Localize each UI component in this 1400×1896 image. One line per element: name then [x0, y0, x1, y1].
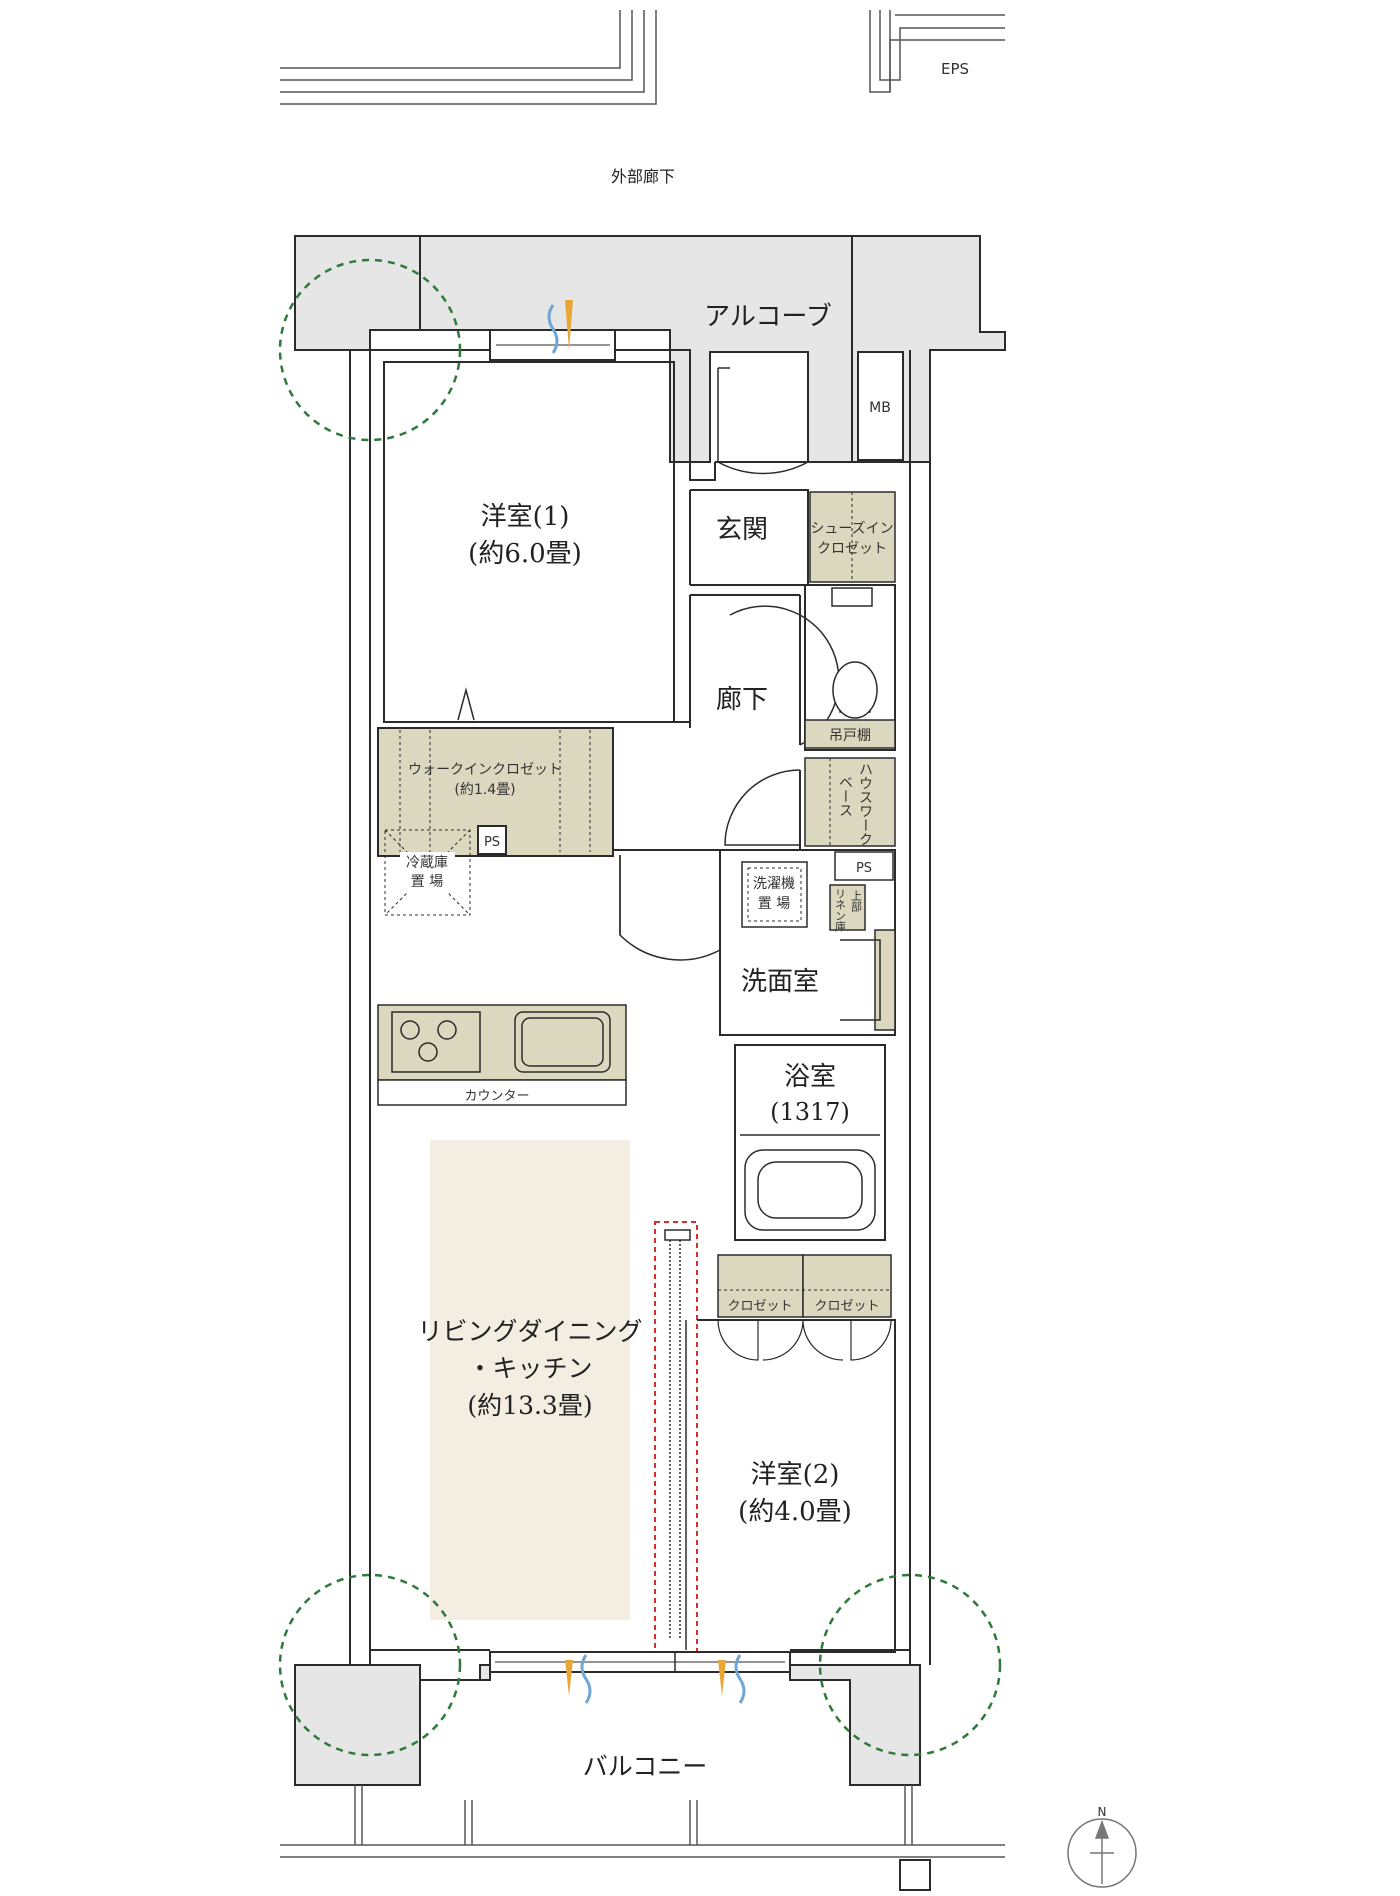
- western-room-1-label: 洋室(1): [481, 502, 570, 532]
- linen-cabinet-col1: リネン庫: [834, 888, 847, 933]
- closet-right-label: クロゼット: [814, 1299, 879, 1314]
- walk-in-closet-label: ウォークインクロゼット: [408, 762, 562, 778]
- ldk-size: (約13.3畳): [467, 1391, 592, 1420]
- eps-label: EPS: [941, 60, 969, 78]
- linen-cabinet: [829, 884, 866, 931]
- western-room-1-size: (約6.0畳): [468, 539, 582, 569]
- balcony-label: バルコニー: [583, 1752, 708, 1781]
- entrance-label: 玄関: [716, 515, 768, 545]
- mb-box: [857, 351, 904, 461]
- structural-circles: [278, 258, 1002, 1757]
- north-label: N: [1098, 1805, 1107, 1819]
- ventilation-icon: [547, 300, 573, 354]
- sliding-partition-outline: [654, 1221, 698, 1655]
- top-left-pillar: [294, 235, 421, 351]
- entrance-door: [715, 367, 809, 475]
- bathroom: [734, 1044, 886, 1241]
- alcove-label: アルコーブ: [704, 302, 832, 332]
- ldk-door: [613, 849, 721, 961]
- bottom-right-pillar: [789, 1664, 921, 1786]
- vanity: [874, 929, 896, 1031]
- shoes-in-closet-line1: シューズイン: [810, 521, 893, 537]
- north-arrow-icon: [1067, 1818, 1137, 1888]
- ps-label-right: PS: [856, 861, 872, 876]
- hanging-shelf-label: 吊戸棚: [829, 728, 871, 744]
- external-corridor-label: 外部廊下: [611, 167, 675, 186]
- washer-space: [741, 861, 808, 928]
- door-swing-icon: [724, 769, 801, 846]
- house-work-base: [804, 757, 896, 847]
- hallway-walls: [674, 594, 801, 850]
- ventilation-icon: [565, 1654, 746, 1704]
- linen-cabinet-col2: 上部: [850, 890, 863, 912]
- toilet-tank: [831, 587, 873, 607]
- hallway-label: 廊下: [716, 685, 768, 715]
- door-swing-icon: [717, 368, 809, 475]
- balcony-post: [899, 1859, 931, 1891]
- mb-label: MB: [869, 400, 891, 416]
- bathtub-icon: [744, 1149, 876, 1231]
- door-swing-icon: [717, 1319, 892, 1361]
- ldk-highlight: [430, 1140, 630, 1620]
- toilet-icon: [832, 661, 878, 719]
- closet-left-label: クロゼット: [727, 1299, 792, 1314]
- ldk-label-line1: リビングダイニング: [417, 1317, 642, 1346]
- western-room-2-size: (約4.0畳): [738, 1497, 852, 1527]
- walk-in-closet-size: (約1.4畳): [454, 782, 515, 798]
- ps-label-left: PS: [484, 835, 500, 850]
- entrance-area: [689, 489, 809, 586]
- fridge-space-line2: 置 場: [411, 874, 443, 890]
- washroom: [719, 849, 896, 1036]
- bottom-windows: [489, 1651, 791, 1673]
- bathroom-label: 浴室: [784, 1062, 836, 1092]
- washer-space-line2: 置 場: [758, 896, 790, 912]
- western-room-2: [697, 1319, 896, 1653]
- sliding-partition: [664, 1229, 691, 1650]
- sink-icon: [840, 939, 881, 1021]
- gas-stove-icon: [391, 1011, 481, 1073]
- washroom-label: 洗面室: [741, 967, 819, 997]
- house-work-base-col1: ハウスワーク: [857, 762, 873, 846]
- fridge-space-line1: 冷蔵庫: [406, 854, 448, 871]
- ps-box-right: [834, 851, 894, 881]
- bathroom-size: (1317): [770, 1098, 850, 1126]
- washer-space-line1: 洗濯機: [753, 876, 795, 892]
- ldk-label-line2: ・キッチン: [467, 1354, 592, 1383]
- top-neighbor-walls: [280, 10, 1005, 105]
- shoes-in-closet-line2: クロゼット: [817, 541, 887, 557]
- house-work-base-col2: ベース: [837, 775, 853, 817]
- kitchen-counter: [377, 1004, 627, 1081]
- counter-label: カウンター: [464, 1089, 529, 1104]
- closet-right: [802, 1254, 892, 1318]
- toilet-room: [804, 584, 896, 751]
- western-room-2-label: 洋室(2): [751, 1460, 840, 1490]
- outer-walls: [349, 349, 931, 1665]
- door-swing-icon: [457, 687, 475, 721]
- balcony-railing: [280, 1785, 1005, 1858]
- closet-left: [717, 1254, 804, 1318]
- bottom-left-pillar: [294, 1664, 491, 1786]
- western-room-1: [383, 361, 675, 723]
- top-window: [489, 329, 616, 361]
- hanging-shelf: [804, 719, 896, 749]
- door-swing-icon: [619, 855, 721, 961]
- sink-icon: [514, 1011, 611, 1073]
- ps-box-left: [477, 825, 507, 855]
